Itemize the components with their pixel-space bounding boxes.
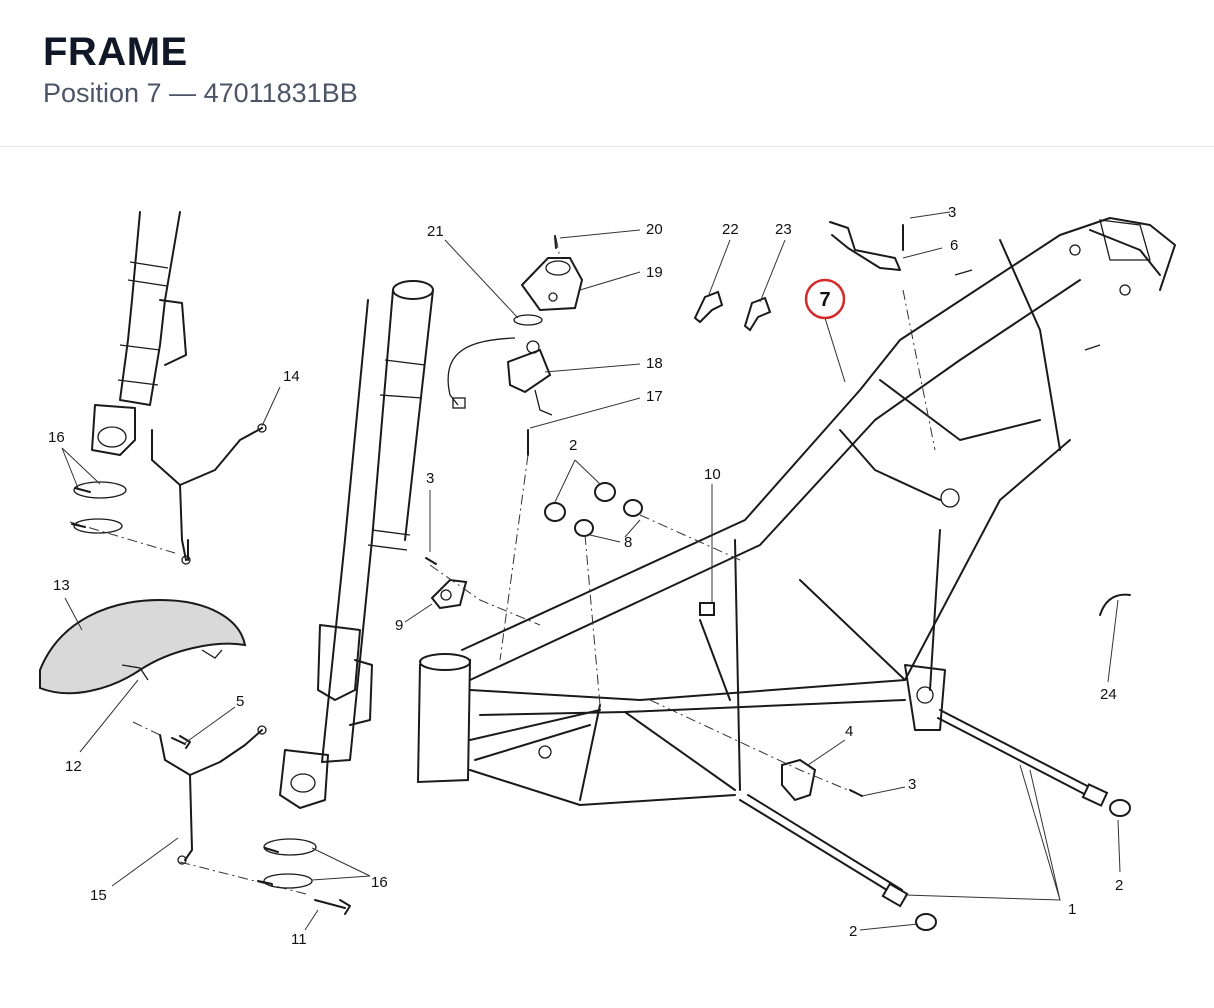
plug-2-right	[1109, 799, 1131, 817]
callout-labels: 1 2 2 2 3 3 3 4 5 6 8 9 10 11 12 13 14 1…	[48, 204, 1123, 948]
right-fork	[257, 280, 434, 889]
frame-diagram-svg: 1 2 2 2 3 3 3 4 5 6 8 9 10 11 12 13 14 1…	[39, 204, 1176, 948]
callout-1: 1	[1068, 901, 1076, 918]
clip-24	[1099, 593, 1131, 616]
highlight-label: 7	[819, 289, 830, 311]
rubber-bushings	[544, 482, 741, 706]
callout-8: 8	[624, 534, 632, 551]
callout-9: 9	[395, 617, 403, 634]
callout-17: 17	[646, 388, 663, 405]
callout-21: 21	[427, 223, 444, 240]
callout-2-right: 2	[1115, 877, 1123, 894]
bracket-9	[429, 564, 541, 626]
bolt-11	[314, 899, 351, 915]
callout-4: 4	[845, 723, 853, 740]
bolt-3-left	[425, 557, 437, 565]
callout-24: 24	[1100, 686, 1117, 703]
main-frame	[416, 217, 1176, 806]
page-title: FRAME	[43, 30, 188, 74]
key-22	[693, 290, 724, 324]
bracket-15	[132, 721, 311, 896]
exploded-parts-diagram: 1 2 2 2 3 3 3 4 5 6 8 9 10 11 12 13 14 1…	[0, 148, 1214, 1003]
left-fork-upper	[69, 211, 187, 554]
callout-5: 5	[236, 693, 244, 710]
callout-2-lower: 2	[849, 923, 857, 940]
callout-10: 10	[704, 466, 721, 483]
callout-22: 22	[722, 221, 739, 238]
callout-23: 23	[775, 221, 792, 238]
ignition-assembly	[447, 235, 584, 661]
callout-16-upper: 16	[48, 429, 65, 446]
callout-18: 18	[646, 355, 663, 372]
plug-2-lower	[915, 913, 937, 931]
highlight-circle	[804, 278, 846, 320]
bolt-3-right	[849, 789, 863, 797]
callout-3-left: 3	[426, 470, 434, 487]
callout-14: 14	[283, 368, 300, 385]
spindle-1	[739, 709, 1109, 908]
callout-3-top: 3	[948, 204, 956, 221]
bracket-14	[151, 423, 267, 565]
callout-2-bushing: 2	[569, 437, 577, 454]
callout-15: 15	[90, 887, 107, 904]
callout-6: 6	[950, 237, 958, 254]
bracket-6	[829, 221, 936, 451]
front-mudguard	[39, 598, 247, 695]
callout-13: 13	[53, 577, 70, 594]
bolt-5	[171, 735, 191, 749]
callout-3-right: 3	[908, 776, 916, 793]
position-7-highlight[interactable]: 7	[804, 278, 846, 320]
callout-20: 20	[646, 221, 663, 238]
sensor-10	[699, 602, 715, 616]
leader-lines	[61, 211, 1121, 931]
callout-16-lower: 16	[371, 874, 388, 891]
key-23	[743, 296, 772, 332]
page-header: FRAME Position 7 — 47011831BB	[0, 0, 1214, 147]
page-subtitle: Position 7 — 47011831BB	[43, 78, 358, 108]
callout-19: 19	[646, 264, 663, 281]
bracket-4	[649, 699, 861, 802]
callout-11: 11	[291, 931, 307, 948]
callout-12: 12	[65, 758, 82, 775]
